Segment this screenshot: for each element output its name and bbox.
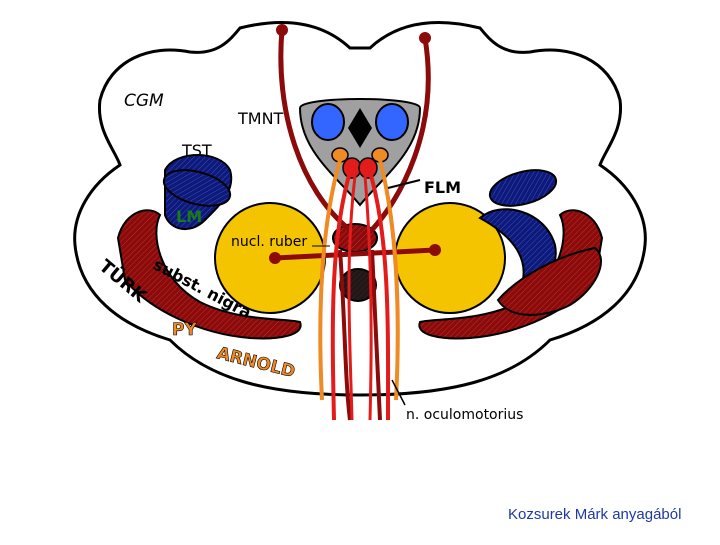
oculomotor-nucleus-left: [311, 103, 345, 141]
tract-dark-red-down-right: [370, 249, 382, 421]
label-tst: TST: [181, 141, 212, 160]
oculomotor-fiber-right-red: [368, 171, 391, 421]
label-nucl-ruber: nucl. ruber: [231, 234, 307, 250]
tract-dark-red-cross: [274, 247, 436, 261]
flm-pointer-line: [387, 179, 421, 189]
oculomotor-fiber-left-red: [330, 171, 352, 421]
oculomotor-fiber-left-orange: [318, 159, 342, 401]
tract-end-mid-left: [269, 252, 281, 264]
oculomotor-fiber-right-orange: [378, 159, 400, 401]
label-flm: FLM: [424, 178, 461, 197]
midbrain-outline: [73, 21, 647, 397]
crus-right-inner: [496, 246, 602, 316]
tract-end-top-left: [276, 24, 288, 36]
tract-dark-red-down-left: [338, 249, 352, 421]
oculomotor-fiber-right-red-2: [363, 175, 373, 421]
central-diamond: [348, 108, 372, 148]
navy-oval-left: [162, 169, 232, 207]
tract-end-mid-right: [429, 244, 441, 256]
label-tmnt: TMNT: [237, 109, 284, 128]
label-lm: LM: [176, 207, 202, 226]
label-cgm: CGM: [124, 91, 164, 111]
oculomotor-fiber-left-red-2: [347, 175, 357, 421]
tract-dark-red-left: [278, 29, 352, 232]
crus-left-outer: [116, 209, 302, 340]
oculomotor-nucleus-right: [375, 103, 409, 141]
navy-oval-right: [488, 169, 558, 207]
red-small-nucleus-right: [358, 157, 378, 179]
oculomotorius-pointer-line: [391, 379, 406, 406]
tract-end-top-right: [419, 32, 431, 44]
label-py: PY: [172, 320, 197, 340]
label-n-oculomotorius: n. oculomotorius: [406, 407, 523, 423]
author-credit: Kozsurek Márk anyagából: [508, 506, 682, 523]
